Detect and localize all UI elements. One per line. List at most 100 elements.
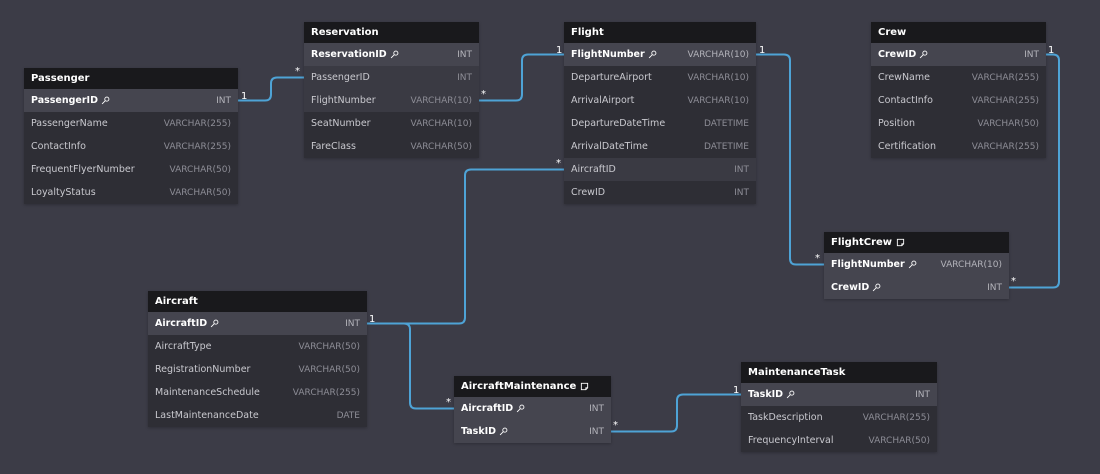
field-name: AircraftType (155, 341, 212, 352)
field-name: CrewName (878, 72, 930, 83)
cardinality-many-label: * (295, 65, 300, 77)
field-type: VARCHAR(50) (169, 164, 231, 175)
table-header[interactable]: Crew (871, 22, 1046, 43)
field-name: FlightNumber (571, 49, 645, 60)
relationship-line[interactable] (367, 322, 454, 410)
field-name-wrap: TaskDescription (748, 412, 823, 423)
field-name-wrap: SeatNumber (311, 118, 371, 129)
field-type: VARCHAR(10) (687, 49, 749, 60)
relationship-line[interactable] (238, 76, 304, 102)
field-name: PassengerID (31, 95, 98, 106)
field-name: LoyaltyStatus (31, 187, 96, 198)
relationship-line[interactable] (479, 53, 564, 102)
field-name: FareClass (311, 141, 356, 152)
key-icon (919, 50, 928, 59)
field-name-wrap: FlightNumber (571, 49, 657, 60)
table-title: FlightCrew (831, 237, 893, 248)
field-name: ContactInfo (31, 141, 86, 152)
table-header[interactable]: Reservation (304, 22, 479, 43)
field-name: FrequentFlyerNumber (31, 164, 135, 175)
field-name-wrap: CrewID (571, 187, 605, 198)
table-header[interactable]: FlightCrew (824, 232, 1009, 253)
field-name: TaskID (461, 426, 497, 437)
field-type: VARCHAR(10) (687, 95, 749, 106)
field-row[interactable]: TaskID INT (454, 420, 611, 443)
table-header[interactable]: Aircraft (148, 291, 367, 312)
field-name: CrewID (831, 282, 870, 293)
relationship-line[interactable] (611, 393, 741, 433)
field-type: INT (345, 318, 360, 329)
relationship-line[interactable] (367, 168, 564, 325)
field-row[interactable]: FrequentFlyerNumber VARCHAR(50) (24, 158, 238, 181)
field-type: INT (589, 426, 604, 437)
field-type: INT (987, 282, 1002, 293)
cardinality-many-label: * (481, 88, 486, 100)
key-icon (390, 50, 399, 59)
field-type: INT (457, 72, 472, 83)
field-type: VARCHAR(50) (169, 187, 231, 198)
table-header[interactable]: AircraftMaintenance (454, 376, 611, 397)
field-name-wrap: ReservationID (311, 49, 399, 60)
field-name-wrap: DepartureAirport (571, 72, 652, 83)
field-name-wrap: CrewID (878, 49, 928, 60)
field-name-wrap: ContactInfo (31, 141, 86, 152)
note-icon[interactable] (580, 382, 589, 391)
field-row[interactable]: CrewID INT (824, 276, 1009, 299)
field-row[interactable]: FareClass VARCHAR(50) (304, 135, 479, 158)
field-name-wrap: FrequentFlyerNumber (31, 164, 135, 175)
field-name-wrap: CrewID (831, 282, 881, 293)
field-name: MaintenanceSchedule (155, 387, 260, 398)
table-header[interactable]: Flight (564, 22, 756, 43)
table-header[interactable]: MaintenanceTask (741, 362, 937, 383)
relationship-line[interactable] (756, 53, 824, 266)
field-name-wrap: MaintenanceSchedule (155, 387, 260, 398)
table-header[interactable]: Passenger (24, 68, 238, 89)
field-row[interactable]: LoyaltyStatus VARCHAR(50) (24, 181, 238, 204)
field-name: AircraftID (461, 403, 514, 414)
field-row[interactable]: FlightNumber VARCHAR(10) (564, 43, 756, 66)
field-name-wrap: AircraftID (571, 164, 616, 175)
cardinality-one-label: 1 (369, 313, 376, 325)
field-type: VARCHAR(50) (410, 141, 472, 152)
note-icon[interactable] (896, 238, 905, 247)
field-type: INT (1024, 49, 1039, 60)
field-row[interactable]: CrewID INT (871, 43, 1046, 66)
field-type: VARCHAR(10) (410, 95, 472, 106)
